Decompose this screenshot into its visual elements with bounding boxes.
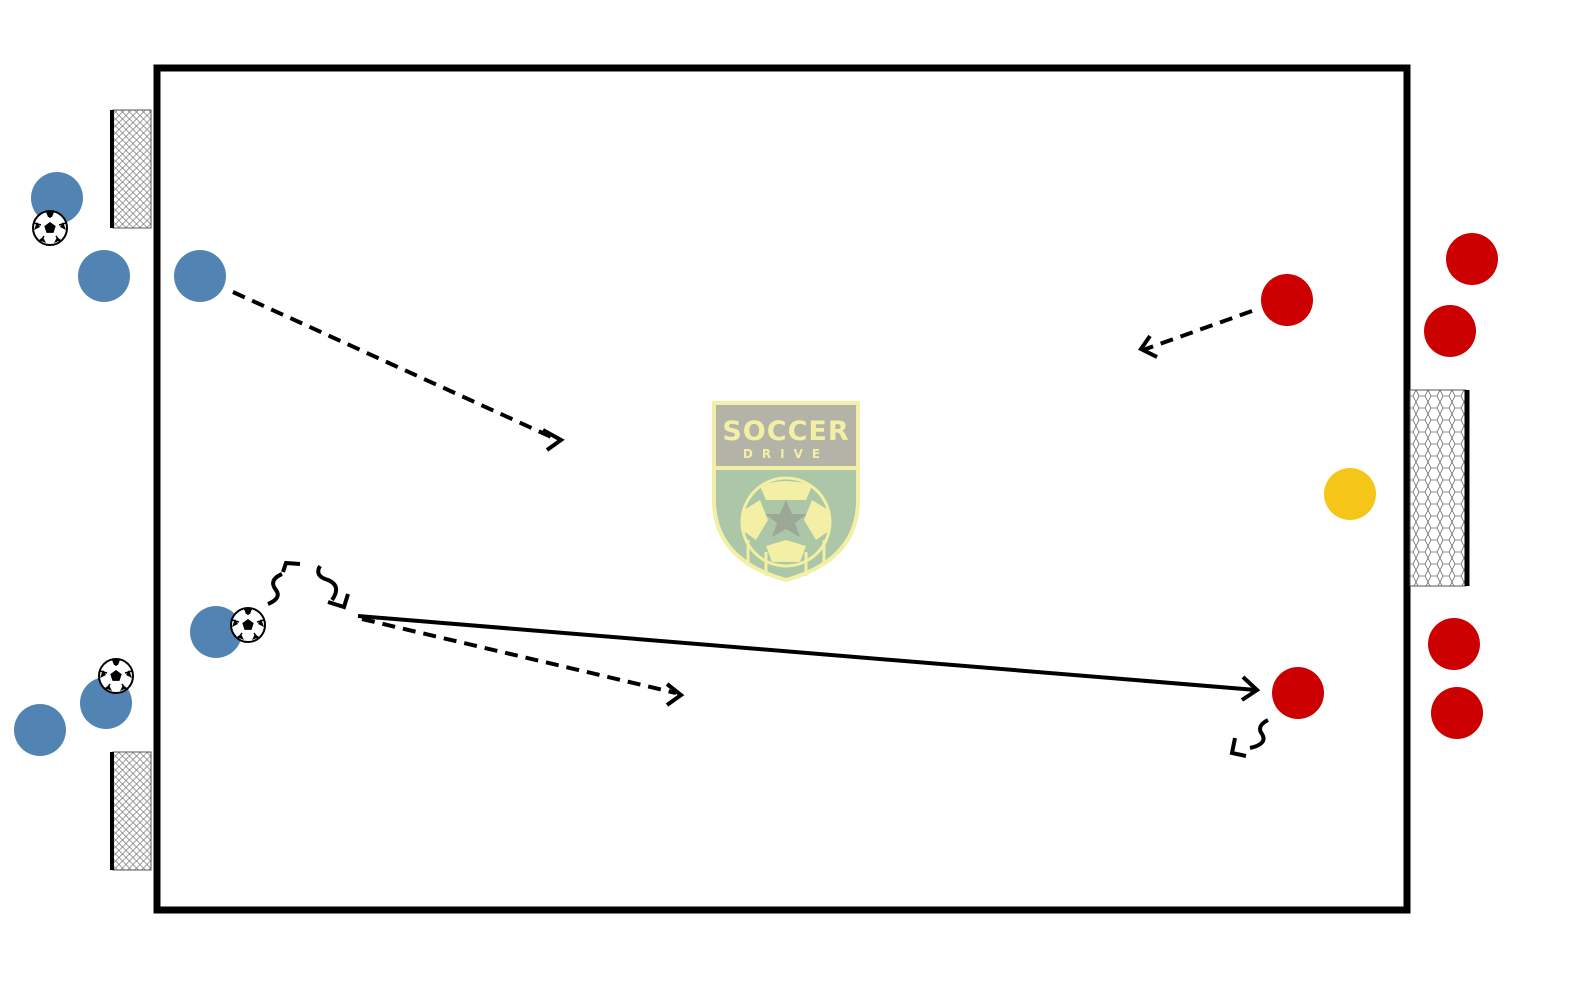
solid-arrow-icon xyxy=(1240,675,1261,702)
logo-ball-icon xyxy=(740,476,832,576)
field-boundary xyxy=(153,64,1411,914)
blue-player xyxy=(190,606,242,658)
soccer-ball-icon xyxy=(32,210,68,246)
left-bottom-goal xyxy=(110,751,152,871)
dribble-arrow-1 xyxy=(267,560,301,606)
run-arrow-top-blue xyxy=(232,290,565,452)
soccer-ball-icon xyxy=(98,658,134,694)
goal-net-icon xyxy=(112,751,152,871)
red-player xyxy=(1428,618,1480,670)
blue-player xyxy=(31,172,83,224)
goal-net-icon xyxy=(112,109,152,229)
red-player xyxy=(1431,687,1483,739)
logo-text-soccer: SOCCER xyxy=(722,416,849,447)
red-player xyxy=(1272,667,1324,719)
blue-player xyxy=(174,250,226,302)
left-top-goal xyxy=(110,109,152,229)
dashed-arrow-icon xyxy=(665,682,685,707)
dribble-arrow-2 xyxy=(316,564,350,610)
red-player xyxy=(1446,233,1498,285)
run-arrow-bottom-blue xyxy=(361,617,685,707)
run-arrow-red-top xyxy=(1138,309,1253,359)
neutral-player xyxy=(1324,468,1376,520)
blue-player xyxy=(14,704,66,756)
goal-net-icon xyxy=(1409,389,1467,587)
right-goal xyxy=(1409,389,1470,587)
squiggle-arrow-icon xyxy=(267,572,283,606)
squiggle-arrow-icon xyxy=(316,564,339,602)
red-player xyxy=(1424,305,1476,357)
dribble-arrow-3 xyxy=(1229,718,1269,758)
dashed-arrow-icon xyxy=(542,428,565,452)
soccer-drive-logo: SOCCER DRIVE xyxy=(712,401,860,583)
logo-text-drive: DRIVE xyxy=(743,447,829,461)
dashed-arrow-icon xyxy=(1138,334,1158,359)
squiggle-arrow-icon xyxy=(1249,718,1269,750)
pass-arrow xyxy=(357,614,1261,702)
blue-player xyxy=(78,250,130,302)
red-player xyxy=(1261,274,1313,326)
soccer-ball-icon xyxy=(230,607,266,643)
